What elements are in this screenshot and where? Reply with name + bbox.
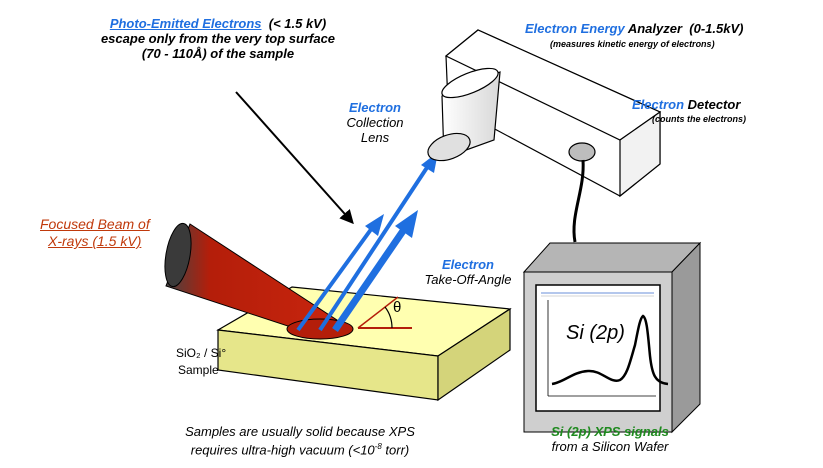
takeoff-angle-marker bbox=[357, 296, 412, 329]
takeoff-line1: Electron bbox=[441, 257, 494, 272]
photo-emitted-label: Photo-Emitted Electrons (< 1.5 kV) escap… bbox=[68, 16, 368, 61]
xray-beam-line1: Focused Beam of bbox=[40, 216, 150, 232]
xray-beam bbox=[164, 222, 342, 331]
xray-beam-line2: X-rays (1.5 kV) bbox=[48, 233, 142, 249]
takeoff-label: Electron Take-Off-Angle bbox=[414, 257, 522, 287]
sample-label: Sample bbox=[178, 363, 219, 377]
lens-label: Electron Collection Lens bbox=[330, 100, 420, 145]
footer-left-exponent: -8 bbox=[374, 442, 382, 451]
xps-spectrum-curve bbox=[551, 314, 669, 386]
lens-line3: Lens bbox=[360, 130, 390, 145]
footer-left-line2-pre: requires ultra-high vacuum (<10 bbox=[190, 442, 375, 458]
monitor-spectrum-label: Si (2p) bbox=[566, 322, 625, 344]
lens-line1: Electron bbox=[348, 100, 401, 115]
footer-left-line1: Samples are usually solid because XPS bbox=[185, 424, 415, 439]
footer-right: Si (2p) XPS signals from a Silicon Wafer bbox=[520, 424, 700, 454]
takeoff-line2: Take-Off-Angle bbox=[424, 272, 512, 287]
photo-emitted-line3: (70 - 110Å) of the sample bbox=[141, 46, 295, 61]
analyzer-range: (0-1.5kV) bbox=[689, 21, 744, 36]
detector-cable bbox=[572, 159, 585, 243]
analyzer-word2: Analyzer bbox=[627, 21, 683, 36]
footer-left: Samples are usually solid because XPS re… bbox=[140, 424, 460, 457]
analyzer-word1: Electron Energy bbox=[525, 21, 625, 36]
detector-note: (counts the electrons) bbox=[652, 114, 747, 124]
analyzer-note: (measures kinetic energy of electrons) bbox=[550, 39, 715, 49]
photo-emitted-voltage: (< 1.5 kV) bbox=[268, 16, 327, 31]
sample-material: SiO₂ / Si° bbox=[176, 346, 227, 360]
lens-line2: Collection bbox=[346, 115, 404, 130]
signal-monitor bbox=[522, 241, 702, 434]
pointer-arrow bbox=[235, 91, 354, 225]
footer-right-line2: from a Silicon Wafer bbox=[551, 439, 669, 454]
collection-lens bbox=[427, 67, 501, 162]
electron-arrows bbox=[296, 152, 438, 332]
detector-label: Electron Detector bbox=[632, 97, 740, 112]
photo-emitted-title: Photo-Emitted Electrons bbox=[109, 16, 262, 31]
detector-port bbox=[568, 142, 596, 162]
photo-emitted-line2: escape only from the very top surface bbox=[100, 31, 336, 46]
detector-word1: Electron bbox=[632, 97, 685, 112]
xray-beam-label: Focused Beam of X-rays (1.5 kV) bbox=[40, 216, 150, 250]
footer-right-line1: Si (2p) XPS signals bbox=[551, 424, 669, 439]
analyzer-label: Electron Energy Analyzer (0-1.5kV) bbox=[525, 21, 743, 36]
theta-symbol: θ bbox=[393, 299, 402, 316]
detector-word2: Detector bbox=[687, 97, 741, 112]
footer-left-line2-post: torr) bbox=[381, 442, 410, 458]
